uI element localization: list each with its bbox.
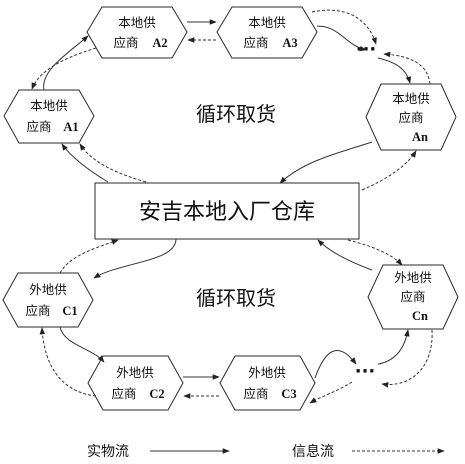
loop-label-bottom: 循环取货 — [196, 286, 276, 310]
supplier-label: 应商 — [400, 289, 425, 304]
information-flow-arrow — [383, 51, 431, 85]
supplier-label: 外地供 — [116, 365, 154, 380]
local-supplier-a1: 本地供 应商 A1 — [3, 89, 95, 144]
information-flow-arrow — [39, 327, 97, 397]
information-flow-arrow — [311, 9, 377, 45]
supplier-code: A1 — [63, 120, 78, 134]
outside-supplier-c1: 外地供 应商 C1 — [2, 272, 94, 328]
supplier-label: 应商 — [25, 303, 50, 318]
material-flow-arrow — [377, 329, 410, 365]
material-flow-arrow — [43, 35, 89, 91]
information-flow-arrow — [31, 47, 97, 90]
warehouse-box: 安吉本地入厂仓库 — [94, 182, 360, 240]
supplier-label: 应商 — [243, 35, 268, 50]
local-supplier-a2: 本地供 应商 A2 — [86, 6, 188, 59]
material-flow-arrow — [314, 350, 357, 379]
legend-material-flow-label: 实物流 — [87, 444, 129, 460]
information-flow-arrow — [59, 239, 119, 274]
information-flow-arrow — [347, 239, 403, 266]
local-supplier-a3: 本地供 应商 A3 — [216, 6, 318, 59]
supplier-code: A2 — [152, 36, 167, 50]
material-flow-arrow — [316, 25, 367, 52]
supplier-label: 本地供 — [248, 15, 286, 30]
supplier-code: A3 — [282, 36, 297, 50]
supplier-label: 应商 — [398, 110, 423, 125]
supplier-code: C2 — [149, 387, 164, 401]
supplier-code: C3 — [281, 387, 296, 401]
loop-label-top: 循环取货 — [196, 102, 276, 126]
supplier-label: 外地供 — [29, 282, 67, 297]
material-flow-arrow — [279, 141, 373, 184]
information-flow-arrow — [309, 381, 353, 404]
supplier-label: 应商 — [243, 386, 268, 401]
material-flow-arrow — [61, 143, 109, 183]
information-flow-arrow — [361, 150, 417, 191]
supplier-label: 本地供 — [392, 91, 430, 106]
supplier-code: C1 — [62, 304, 77, 318]
outside-supplier-c2: 外地供 应商 C2 — [87, 355, 184, 411]
material-flow-arrow — [317, 239, 373, 271]
material-flow-arrow — [377, 57, 412, 84]
legend-information-flow-label: 信息流 — [292, 443, 334, 460]
outside-supplier-c3: 外地供 应商 C3 — [219, 355, 316, 411]
supplier-label: 应商 — [111, 386, 136, 401]
supplier-label: 应商 — [113, 35, 138, 50]
warehouse-label: 安吉本地入厂仓库 — [139, 200, 315, 225]
supplier-code: Cn — [412, 309, 428, 323]
supplier-label: 外地供 — [394, 270, 432, 285]
top-loop-arrows — [31, 9, 431, 191]
material-flow-arrow — [59, 326, 105, 363]
local-supplier-an: 本地供 应商 An — [365, 83, 457, 151]
supplier-label: 本地供 — [30, 98, 68, 113]
supplier-label: 外地供 — [248, 365, 286, 380]
outside-supplier-cn: 外地供 应商 Cn — [367, 264, 459, 330]
more-suppliers-ellipsis: ··· — [355, 361, 376, 382]
material-flow-arrow — [93, 238, 177, 279]
supplier-label: 应商 — [26, 119, 51, 134]
information-flow-arrow — [381, 329, 433, 388]
supplier-code: An — [412, 130, 428, 144]
legend: 实物流 信息流 — [87, 443, 445, 460]
bottom-loop-arrows — [39, 238, 433, 404]
information-flow-arrow — [79, 143, 147, 183]
supplier-label: 本地供 — [118, 15, 156, 30]
